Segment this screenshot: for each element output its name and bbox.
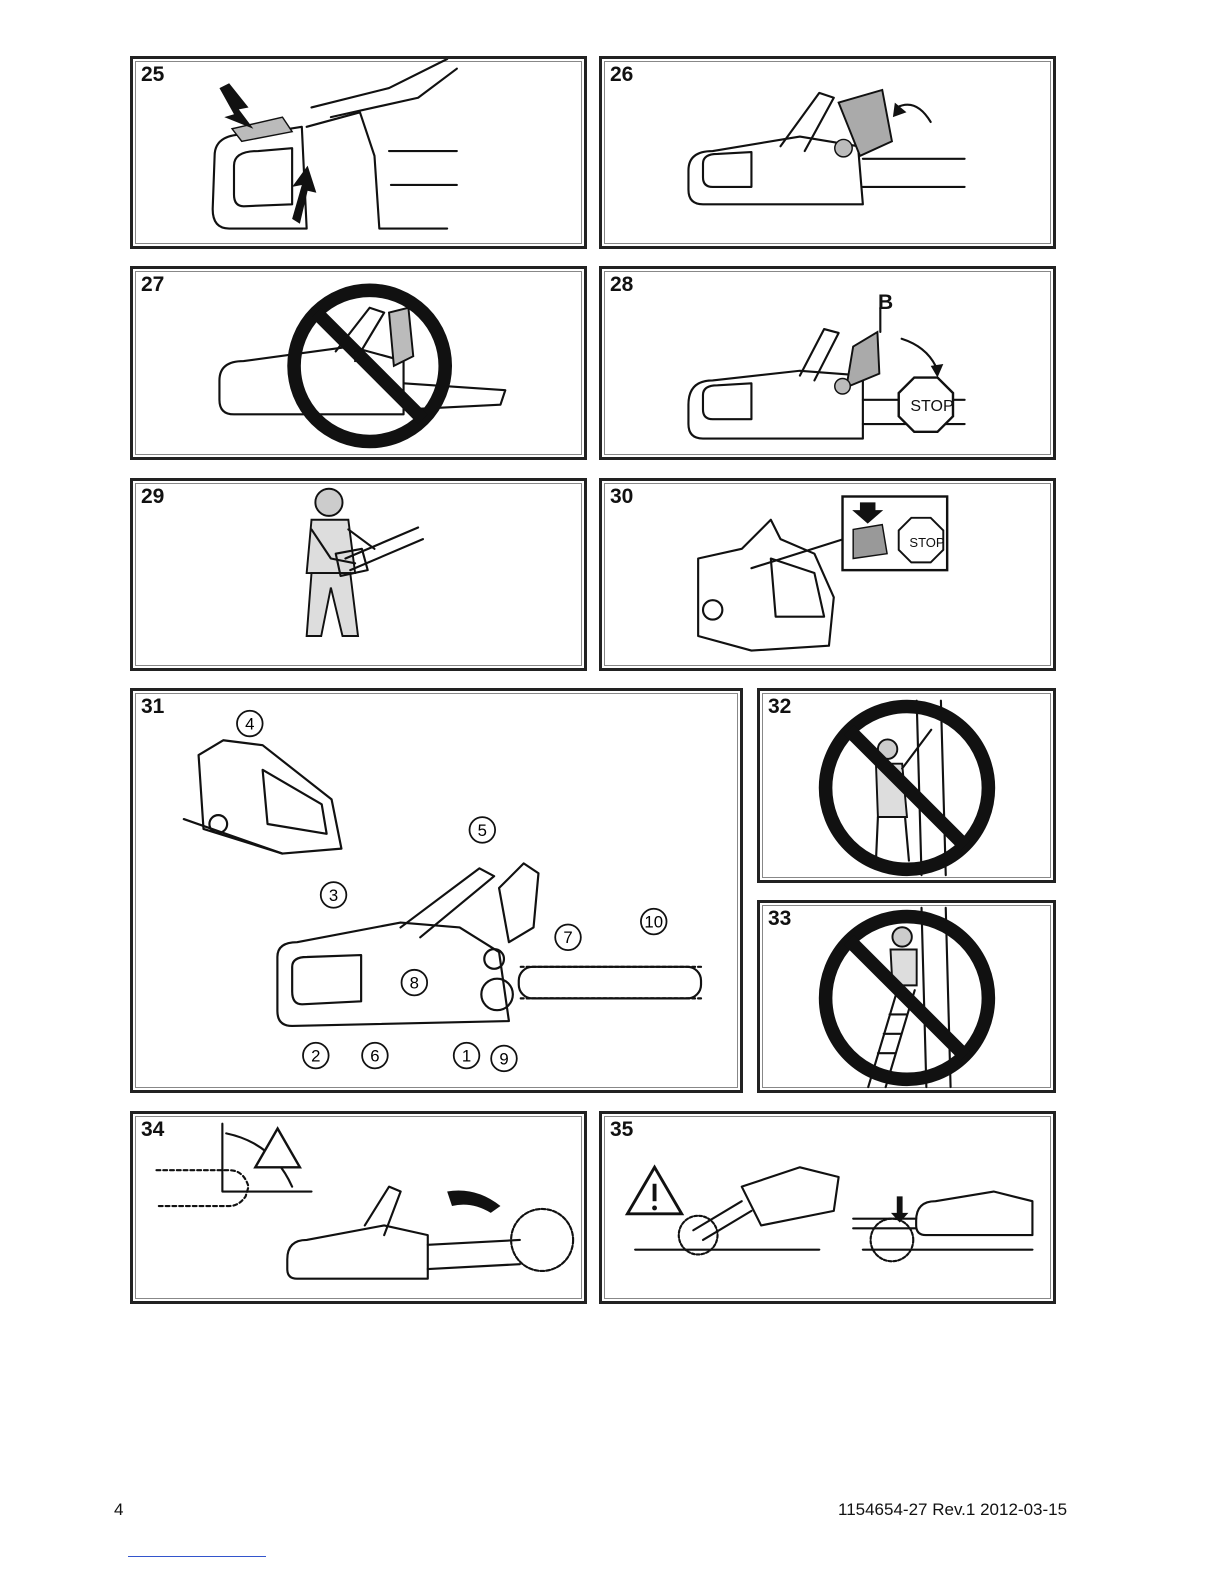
svg-text:5: 5 (478, 821, 487, 840)
document-reference: 1154654-27 Rev.1 2012-03-15 (838, 1500, 1067, 1520)
stop-switch-illustration (602, 481, 1053, 668)
stop-sign-text: STOP (904, 398, 960, 416)
curved-arrow-icon (902, 339, 936, 366)
svg-text:10: 10 (644, 912, 663, 931)
no-overhead-cutting-illustration (760, 691, 1053, 880)
figure-panel-29: 29 (130, 478, 587, 671)
callout-1: 1 (454, 1043, 480, 1069)
marker-label: B (878, 291, 893, 315)
arrow-down-icon (219, 83, 253, 129)
callout-8: 8 (402, 970, 428, 996)
svg-text:9: 9 (499, 1049, 508, 1068)
callout-6: 6 (362, 1043, 388, 1069)
callout-9: 9 (491, 1046, 517, 1072)
svg-text:1: 1 (462, 1046, 471, 1065)
figure-panel-30: 30 STOP (599, 478, 1056, 671)
svg-text:4: 4 (245, 714, 254, 733)
figure-panel-31: 3 1 1 2 3 4 5 6 7 8 9 10 (130, 688, 743, 1093)
figure-panel-33: 33 (757, 900, 1056, 1093)
svg-text:6: 6 (370, 1046, 379, 1065)
chain-brake-engage-illustration (602, 59, 1053, 246)
figure-panel-28: 28 B STOP (599, 266, 1056, 460)
figure-panel-25: 25 (130, 56, 587, 249)
arrow-up-icon (292, 166, 316, 224)
kickback-zone-illustration (133, 1114, 584, 1301)
callout-4: 4 (237, 711, 263, 737)
figure-panel-26: 26 (599, 56, 1056, 249)
saw-handle-illustration (133, 59, 584, 246)
svg-text:7: 7 (563, 928, 572, 947)
link-underline (128, 1556, 266, 1557)
chainsaw-parts-diagram: 1 2 3 4 5 6 7 8 9 10 (133, 691, 740, 1090)
chain-brake-release-illustration (602, 269, 1053, 457)
operator-protective-gear-illustration (133, 481, 584, 668)
callout-5: 5 (470, 817, 496, 843)
figure-panel-34: 34 (130, 1111, 587, 1304)
no-ladder-cutting-illustration (760, 903, 1053, 1090)
callout-2: 2 (303, 1043, 329, 1069)
page-number: 4 (114, 1500, 123, 1520)
cutting-position-illustration (602, 1114, 1053, 1301)
figure-panel-35: 35 (599, 1111, 1056, 1304)
svg-text:3: 3 (329, 886, 338, 905)
callout-7: 7 (555, 924, 581, 950)
callout-10: 10 (641, 909, 667, 935)
svg-text:8: 8 (410, 974, 419, 993)
figure-panel-32: 32 (757, 688, 1056, 883)
svg-text:2: 2 (311, 1046, 320, 1065)
stop-sign-text: STOP (904, 535, 950, 550)
callout-3: 3 (321, 882, 347, 908)
figure-panel-27: 27 (130, 266, 587, 460)
prohibited-action-illustration (133, 269, 584, 457)
